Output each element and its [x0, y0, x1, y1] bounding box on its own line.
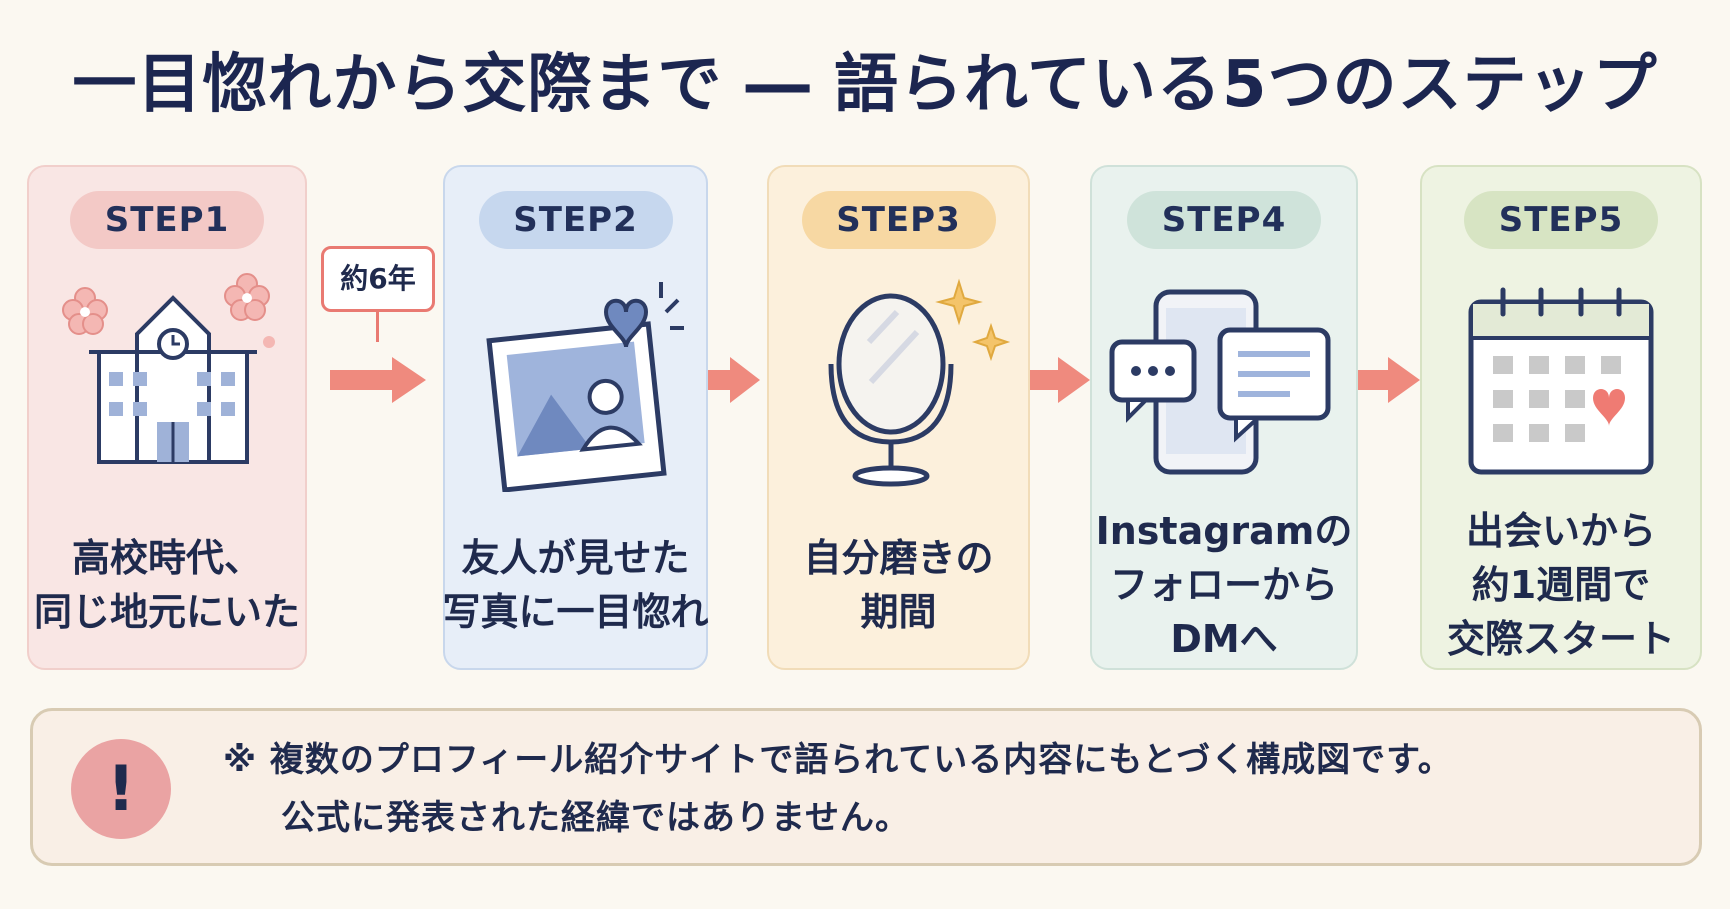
step-label: STEP4 — [1127, 191, 1321, 249]
disclaimer-box: ! ※ 複数のプロフィール紹介サイトで語られている内容にもとづく構成図です。 公… — [30, 708, 1702, 866]
gap-badge-pointer — [376, 312, 379, 342]
step-card-1: STEP1 — [27, 165, 307, 670]
step-label: STEP5 — [1464, 191, 1658, 249]
step-caption: 出会いから 約1週間で 交際スタート — [1446, 508, 1675, 661]
school-icon — [29, 272, 305, 542]
arrow-icon — [1358, 357, 1420, 403]
mirror-icon — [769, 272, 1028, 542]
smartphone-chat-icon — [1092, 272, 1356, 542]
step-label: STEP2 — [478, 191, 673, 249]
step-label: STEP3 — [801, 191, 996, 249]
step-caption: Instagramの フォローから DMへ — [1095, 508, 1353, 661]
step-card-5: STEP5 出会いから 約1週間で 交際スタート — [1420, 165, 1702, 670]
page-title: 一目惚れから交際まで ― 語られている5つのステップ — [72, 48, 1658, 122]
step-card-3: STEP3 自分磨きの 期間 — [767, 165, 1030, 670]
step-caption: 自分磨きの 期間 — [803, 535, 994, 634]
gap-badge: 約6年 — [321, 246, 435, 312]
calendar-heart-icon — [1422, 272, 1700, 542]
arrow-icon — [330, 357, 426, 403]
step-caption: 高校時代、 同じ地元にいた — [33, 535, 300, 634]
arrow-icon — [708, 357, 760, 403]
step-card-4: STEP4 Instagramの フォローから DMへ — [1090, 165, 1358, 670]
step-caption: 友人が見せた 写真に一目惚れ — [442, 535, 709, 634]
step-card-2: STEP2 友人が見せた 写真に一目惚れ — [442, 165, 709, 670]
step-label: STEP1 — [70, 191, 264, 249]
arrow-icon — [1030, 357, 1090, 403]
disclaimer-text: ※ 複数のプロフィール紹介サイトで語られている内容にもとづく構成図です。 公式に… — [223, 740, 1453, 838]
photo-heart-icon — [445, 272, 706, 542]
warning-icon: ! — [71, 739, 171, 839]
